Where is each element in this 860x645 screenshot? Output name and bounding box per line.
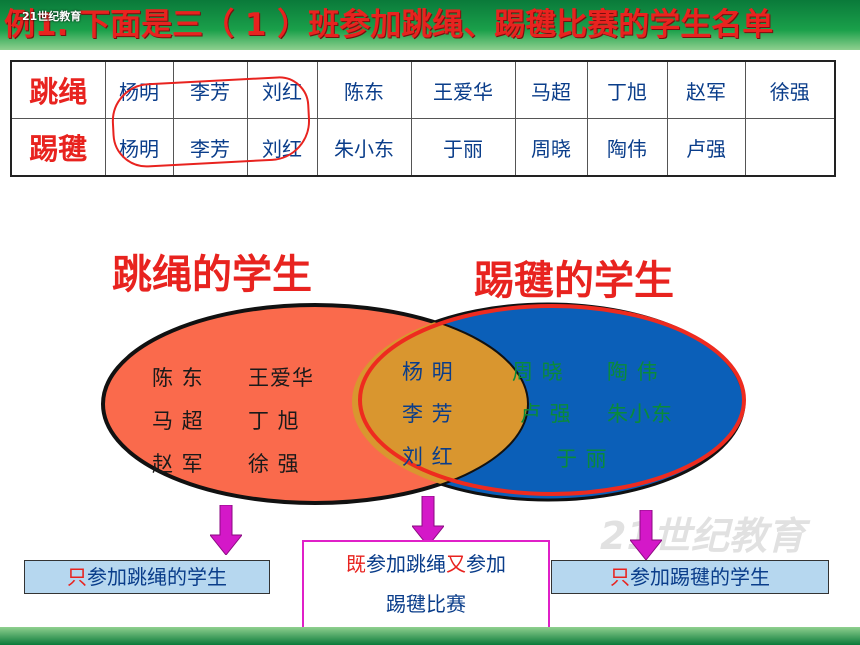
venn-name: 李 芳 — [402, 402, 454, 426]
label-highlight: 既 — [346, 552, 366, 576]
venn-name: 赵 军 — [152, 452, 204, 476]
down-arrow-icon — [210, 505, 242, 555]
table-cell: 王爱华 — [410, 60, 516, 119]
both-label: 既参加跳绳又参加 踢毽比赛 — [302, 540, 550, 630]
venn-name: 徐 强 — [248, 452, 300, 476]
table-cell: 刘红 — [246, 60, 318, 119]
table-cell: 陈东 — [316, 60, 412, 119]
right-set-outline — [358, 304, 746, 496]
table-cell: 赵军 — [666, 60, 746, 119]
label-text: 参加跳绳的学生 — [87, 565, 227, 589]
label-text: 参加踢毽的学生 — [630, 565, 770, 589]
table-cell: 刘红 — [246, 118, 318, 177]
row-label-shuttlecock: 踢毽 — [10, 118, 106, 177]
down-arrow-icon — [412, 496, 444, 546]
table-cell: 马超 — [514, 60, 588, 119]
title-band — [0, 0, 860, 50]
table-cell: 陶伟 — [586, 118, 668, 177]
table-cell: 周晓 — [514, 118, 588, 177]
venn-name: 周 晓 — [512, 360, 564, 384]
venn-name: 王爱华 — [248, 366, 314, 390]
table-cell: 李芳 — [172, 60, 248, 119]
table-cell: 杨明 — [104, 118, 174, 177]
venn-diagram — [101, 302, 746, 505]
left-only-label: 只参加跳绳的学生 — [24, 560, 270, 594]
highlight-loop — [109, 74, 313, 170]
left-set-heading: 跳绳的学生 — [112, 252, 312, 298]
table-cell: 徐强 — [744, 60, 836, 119]
venn-name: 朱小东 — [607, 402, 673, 426]
label-line: 既参加跳绳又参加 — [304, 544, 548, 584]
logo: 21世纪教育 — [22, 10, 82, 23]
venn-name: 于 丽 — [556, 447, 608, 471]
table-cell: 朱小东 — [316, 118, 412, 177]
label-highlight: 又 — [446, 552, 466, 576]
label-highlight: 只 — [610, 565, 630, 589]
table-cell: 李芳 — [172, 118, 248, 177]
down-arrow-icon — [630, 510, 662, 560]
label-highlight: 只 — [67, 565, 87, 589]
watermark-logo: 21世纪教育 — [600, 514, 805, 558]
intersection-region — [352, 305, 527, 500]
row-label-rope: 跳绳 — [10, 60, 106, 119]
table-cell: 卢强 — [666, 118, 746, 177]
venn-name: 陈 东 — [152, 366, 204, 390]
footer-band — [0, 627, 860, 645]
venn-name: 马 超 — [152, 409, 204, 433]
label-line: 踢毽比赛 — [386, 592, 466, 616]
venn-name: 卢 强 — [520, 402, 572, 426]
table-cell: 丁旭 — [586, 60, 668, 119]
label-text: 参加跳绳 — [366, 552, 446, 576]
venn-name: 杨 明 — [402, 360, 454, 384]
venn-name: 刘 红 — [402, 445, 454, 469]
table-row-shuttlecock: 踢毽 杨明 李芳 刘红 朱小东 于丽 周晓 陶伟 卢强 — [10, 118, 836, 177]
venn-name: 陶 伟 — [607, 360, 659, 384]
venn-name: 丁 旭 — [248, 409, 300, 433]
name-table: 跳绳 杨明 李芳 刘红 陈东 王爱华 马超 丁旭 赵军 徐强 踢毽 杨明 李芳 … — [10, 60, 836, 177]
table-cell — [744, 118, 836, 177]
page-title: 例1. 下面是三（ 1 ）班参加跳绳、踢毽比赛的学生名单 — [4, 7, 774, 43]
right-only-label: 只参加踢毽的学生 — [551, 560, 829, 594]
label-text: 参加 — [466, 552, 506, 576]
right-set-heading: 踢毽的学生 — [474, 258, 674, 304]
table-cell: 于丽 — [410, 118, 516, 177]
